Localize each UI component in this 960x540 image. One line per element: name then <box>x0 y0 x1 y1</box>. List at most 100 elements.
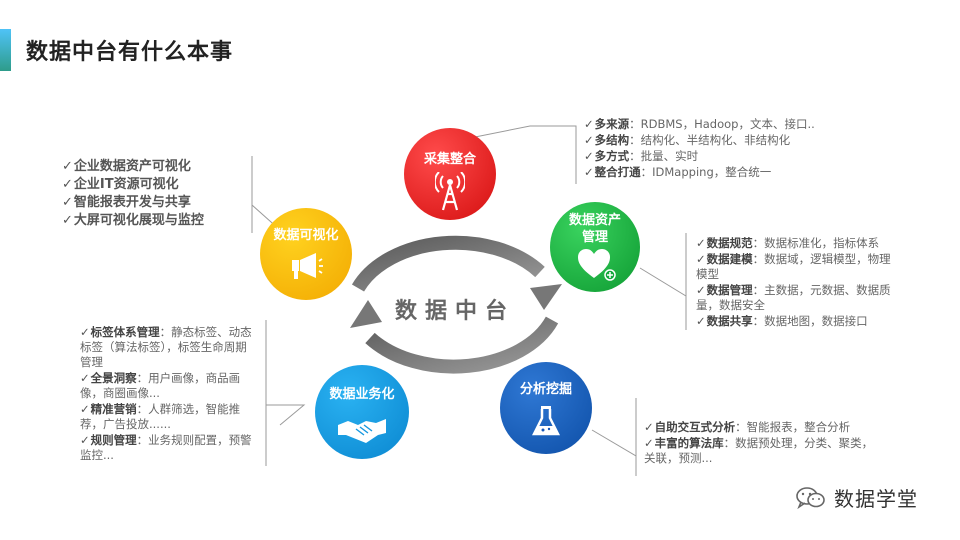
check-icon: ✓ <box>584 117 594 131</box>
bullet-heading: 数据共享 <box>706 314 753 328</box>
check-icon: ✓ <box>696 252 706 266</box>
bullet-heading: 多结构 <box>594 133 630 147</box>
antenna-tower-icon <box>435 172 465 211</box>
ring-arrow-left <box>350 300 382 328</box>
analysis-points-item: ✓自助交互式分析：智能报表，整合分析 <box>644 420 884 435</box>
asset-points: ✓数据规范：数据标准化，指标体系✓数据建模：数据域，逻辑模型，物理模型✓数据管理… <box>696 236 901 330</box>
connector-collect <box>449 125 577 184</box>
bullet-heading: 精准营销 <box>90 402 137 416</box>
bullet-heading: 规则管理 <box>90 433 137 447</box>
bullet-heading: 企业数据资产可视化 <box>73 159 191 174</box>
title-accent-bar <box>0 29 11 71</box>
collect-points-item: ✓多方式：批量、实时 <box>584 149 884 164</box>
bullet-heading: 多来源 <box>594 117 630 131</box>
node-collect-label: 采集整合 <box>423 152 476 167</box>
bullet-body: ：数据域，逻辑模型，物理模型 <box>696 252 891 281</box>
check-icon: ✓ <box>696 283 706 297</box>
bullet-body: ：数据预处理，分类、聚类，关联，预测... <box>644 436 874 465</box>
bullet-heading: 标签体系管理 <box>90 325 160 339</box>
bullet-body: ：结构化、半结构化、非结构化 <box>629 133 791 147</box>
handshake-icon <box>338 419 386 443</box>
wechat-icon <box>796 486 825 509</box>
asset-points-item: ✓数据共享：数据地图，数据接口 <box>696 314 901 329</box>
bullet-heading: 丰富的算法库 <box>654 436 724 450</box>
node-asset-label-2: 管理 <box>581 230 608 245</box>
ring-arc-top <box>351 235 545 292</box>
bullet-body: ：RDBMS，Hadoop，文本、接口.. <box>629 117 815 131</box>
bullet-body: ：IDMapping，整合统一 <box>640 165 772 179</box>
collect-points-item: ✓多结构：结构化、半结构化、非结构化 <box>584 133 884 148</box>
asset-points-item: ✓数据规范：数据标准化，指标体系 <box>696 236 901 251</box>
connector-business <box>266 404 306 426</box>
bullet-body: ：用户画像，商品画像，商圈画像... <box>80 371 241 400</box>
check-icon: ✓ <box>80 325 90 339</box>
node-visual: 数据可视化 <box>260 208 352 300</box>
node-business: 数据业务化 <box>315 365 409 459</box>
check-icon: ✓ <box>62 195 73 210</box>
business-points-item: ✓精准营销：人群筛选，智能推荐，广告投放...... <box>80 402 258 432</box>
page-title: 数据中台有什么本事 <box>26 40 234 65</box>
visual-points-item: ✓大屏可视化展现与监控 <box>62 212 252 229</box>
check-icon: ✓ <box>62 159 73 174</box>
bullet-heading: 数据规范 <box>706 236 753 250</box>
node-collect: 采集整合 <box>404 128 496 220</box>
check-icon: ✓ <box>696 314 706 328</box>
bullet-body: ：业务规则配置，预警监控... <box>80 433 252 462</box>
analysis-points: ✓自助交互式分析：智能报表，整合分析✓丰富的算法库：数据预处理，分类、聚类，关联… <box>644 420 884 467</box>
bullet-body: ：人群筛选，智能推荐，广告投放...... <box>80 402 241 431</box>
check-icon: ✓ <box>696 236 706 250</box>
collect-points-item: ✓多来源：RDBMS，Hadoop，文本、接口.. <box>584 117 884 132</box>
asset-points-item: ✓数据管理：主数据，元数据、数据质量，数据安全 <box>696 283 901 313</box>
check-icon: ✓ <box>80 371 90 385</box>
bullet-heading: 自助交互式分析 <box>654 420 736 434</box>
business-points-item: ✓全景洞察：用户画像，商品画像，商圈画像... <box>80 371 258 401</box>
node-analysis-label: 分析挖掘 <box>519 382 572 397</box>
visual-points-item: ✓企业IT资源可视化 <box>62 176 252 193</box>
business-points-item: ✓规则管理：业务规则配置，预警监控... <box>80 433 258 463</box>
node-asset-label-1: 数据资产 <box>568 213 621 228</box>
visual-points-item: ✓企业数据资产可视化 <box>62 158 252 175</box>
bullet-heading: 全景洞察 <box>90 371 137 385</box>
node-asset: 数据资产 管理 <box>550 202 640 292</box>
check-icon: ✓ <box>80 433 90 447</box>
bullet-heading: 企业IT资源可视化 <box>73 177 179 192</box>
check-icon: ✓ <box>584 133 594 147</box>
visual-points: ✓企业数据资产可视化✓企业IT资源可视化✓智能报表开发与共享✓大屏可视化展现与监… <box>62 158 252 230</box>
asset-points-item: ✓数据建模：数据域，逻辑模型，物理模型 <box>696 252 901 282</box>
bullet-body: ：批量、实时 <box>629 149 699 163</box>
business-points: ✓标签体系管理：静态标签、动态标签（算法标签），标签生命周期管理✓全景洞察：用户… <box>80 325 258 464</box>
collect-points: ✓多来源：RDBMS，Hadoop，文本、接口..✓多结构：结构化、半结构化、非… <box>584 117 884 181</box>
bullet-body: ：数据地图，数据接口 <box>752 314 868 328</box>
watermark-text: 数据学堂 <box>834 487 918 511</box>
analysis-points-item: ✓丰富的算法库：数据预处理，分类、聚类，关联，预测... <box>644 436 884 466</box>
connector-visual <box>251 156 281 233</box>
wechat-watermark: 数据学堂 <box>796 483 918 512</box>
bullet-body: ：主数据，元数据、数据质量，数据安全 <box>696 283 891 312</box>
connector-analysis <box>591 429 637 457</box>
bullet-heading: 大屏可视化展现与监控 <box>73 213 204 228</box>
cycle-ring <box>350 235 562 374</box>
bullet-body: ：智能报表，整合分析 <box>735 420 851 434</box>
check-icon: ✓ <box>584 149 594 163</box>
heart-plus-icon <box>578 249 616 281</box>
ring-arrow-right <box>530 284 562 310</box>
check-icon: ✓ <box>62 177 73 192</box>
connector-asset <box>639 233 687 330</box>
check-icon: ✓ <box>644 420 654 434</box>
flask-icon <box>532 406 560 436</box>
check-icon: ✓ <box>80 402 90 416</box>
bullet-heading: 多方式 <box>594 149 630 163</box>
node-business-label: 数据业务化 <box>329 387 395 402</box>
bullet-heading: 整合打通 <box>594 165 641 179</box>
check-icon: ✓ <box>644 436 654 450</box>
check-icon: ✓ <box>62 213 73 228</box>
bullet-heading: 数据建模 <box>706 252 753 266</box>
node-analysis: 分析挖掘 <box>500 362 592 454</box>
bullet-body: ：静态标签、动态标签（算法标签），标签生命周期管理 <box>80 325 252 369</box>
bullet-heading: 数据管理 <box>706 283 753 297</box>
node-visual-label: 数据可视化 <box>273 228 339 243</box>
business-points-item: ✓标签体系管理：静态标签、动态标签（算法标签），标签生命周期管理 <box>80 325 258 370</box>
ring-arc-bottom <box>365 316 559 374</box>
collect-points-item: ✓整合打通：IDMapping，整合统一 <box>584 165 884 180</box>
